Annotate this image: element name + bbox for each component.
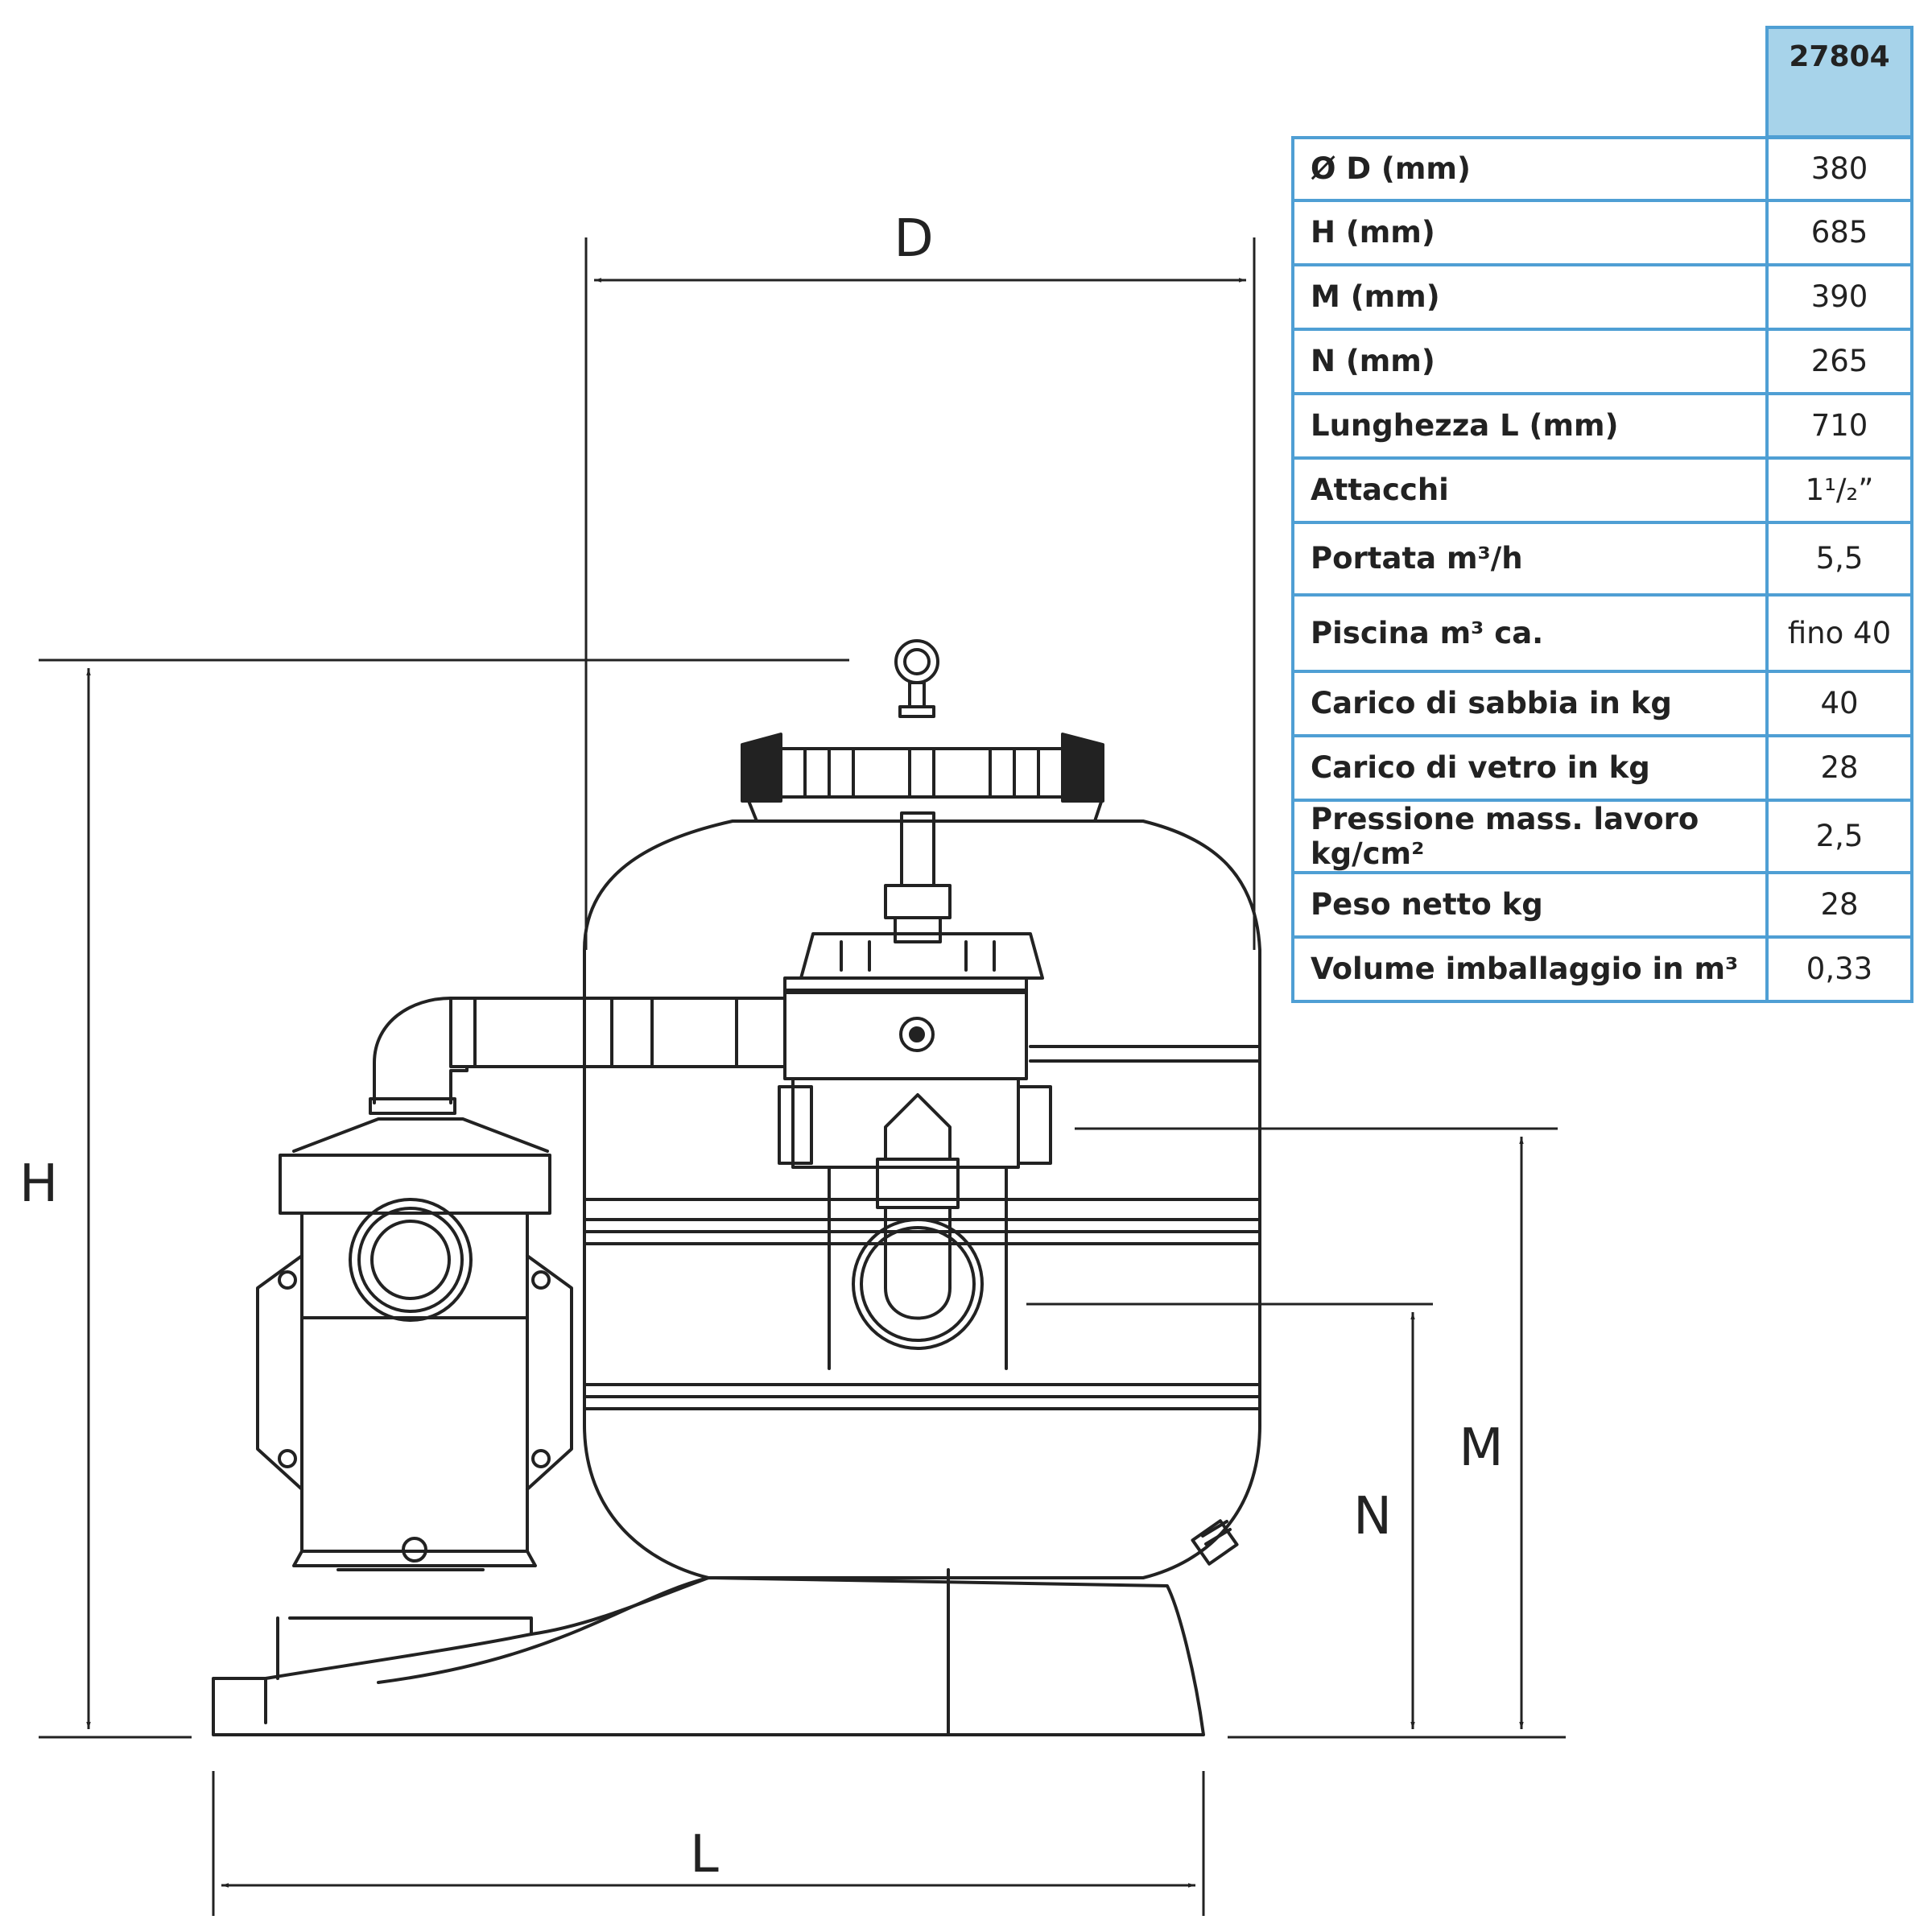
dimension-label-n: N xyxy=(1353,1487,1392,1546)
spec-label: H (mm) xyxy=(1291,198,1769,266)
filter-tank xyxy=(583,819,1261,1579)
base xyxy=(212,1568,1205,1736)
spec-value: 28 xyxy=(1765,870,1913,939)
drain-cap xyxy=(1191,1519,1239,1566)
spec-value: 685 xyxy=(1765,198,1913,266)
spec-value: fino 40 xyxy=(1765,592,1913,673)
spec-value: 40 xyxy=(1765,669,1913,737)
spec-row: H (mm)685 xyxy=(1291,198,1913,266)
dimension-label-d: D xyxy=(894,209,933,269)
spec-label: Peso netto kg xyxy=(1291,870,1769,939)
model-number: 27804 xyxy=(1765,26,1913,139)
spec-label: Ø D (mm) xyxy=(1291,135,1769,202)
spec-header-blank xyxy=(1293,27,1767,138)
spec-value: 380 xyxy=(1765,135,1913,202)
spec-value: 710 xyxy=(1765,391,1913,460)
spec-value: 390 xyxy=(1765,262,1913,331)
spec-value: 0,33 xyxy=(1765,935,1913,1003)
pump xyxy=(256,1117,573,1571)
spec-header-row: 27804 xyxy=(1293,26,1913,139)
spec-value: 28 xyxy=(1765,733,1913,802)
dimension-label-h: H xyxy=(19,1154,58,1214)
spec-label: Portata m³/h xyxy=(1291,520,1769,597)
spec-value: 5,5 xyxy=(1765,520,1913,597)
spec-label: Carico di sabbia in kg xyxy=(1291,669,1769,737)
pressure-gauge xyxy=(894,639,939,718)
spec-row: Ø D (mm)380 xyxy=(1291,135,1913,202)
tank-lid xyxy=(741,639,1104,823)
spec-label: Pressione mass. lavoro kg/cm² xyxy=(1291,798,1769,874)
connecting-pipe xyxy=(369,997,786,1115)
spec-label: N (mm) xyxy=(1291,327,1769,395)
spec-label: M (mm) xyxy=(1291,262,1769,331)
spec-value: 265 xyxy=(1765,327,1913,395)
spec-value: 2,5 xyxy=(1765,798,1913,874)
dimension-label-m: M xyxy=(1459,1418,1503,1478)
spec-label: Lunghezza L (mm) xyxy=(1291,391,1769,460)
spec-label: Volume imballaggio in m³ xyxy=(1291,935,1769,1003)
spec-row: Lunghezza L (mm)710 xyxy=(1291,391,1913,460)
dimension-label-l: L xyxy=(690,1825,719,1885)
spec-value: 1¹/₂” xyxy=(1765,456,1913,524)
spec-row: N (mm)265 xyxy=(1291,327,1913,395)
spec-label: Carico di vetro in kg xyxy=(1291,733,1769,802)
spec-label: Piscina m³ ca. xyxy=(1291,592,1769,673)
spec-row: M (mm)390 xyxy=(1291,262,1913,331)
multiport-valve xyxy=(778,811,1052,1370)
spec-label: Attacchi xyxy=(1291,456,1769,524)
spec-row: Piscina m³ ca.fino 40 xyxy=(1291,592,1913,673)
